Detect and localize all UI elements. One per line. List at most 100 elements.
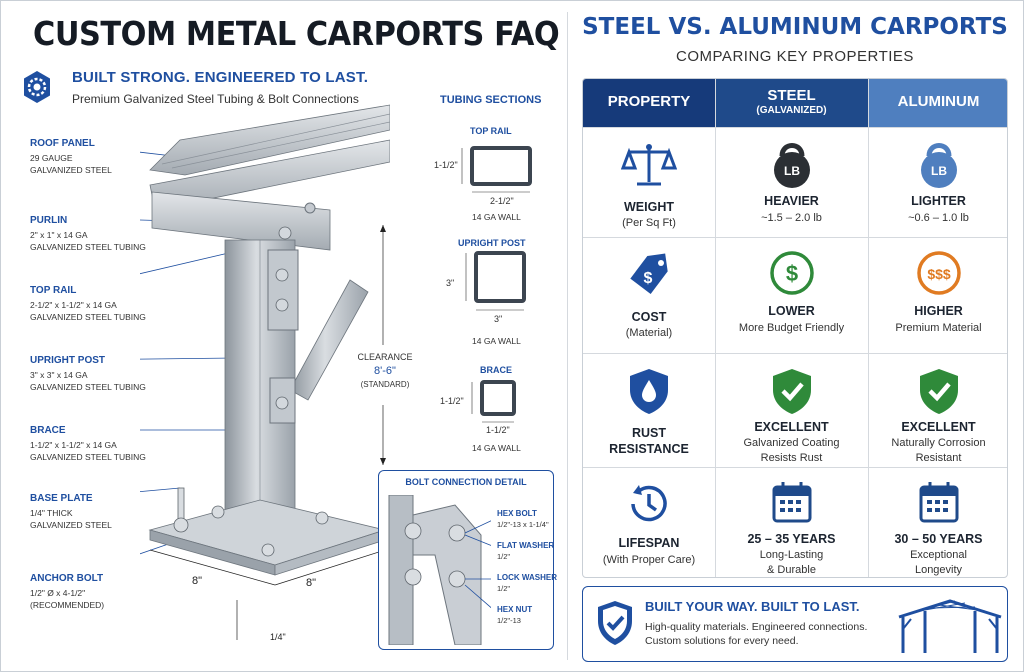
aluminum-value-sub2: Resistant	[915, 452, 962, 464]
part-desc: GALVANIZED STEEL TUBING	[30, 312, 146, 322]
gear-icon	[24, 71, 50, 103]
part-desc: GALVANIZED STEEL	[30, 165, 112, 175]
tubing-section-drawings	[461, 146, 532, 423]
steel-value-sub: Long-Lasting	[759, 549, 824, 561]
part-name: TOP RAIL	[30, 285, 77, 296]
base-width-dim: 8"	[192, 575, 203, 587]
aluminum-value-sub: Naturally Corrosion	[891, 437, 986, 449]
row-lifespan: LIFESPAN (With Proper Care) 25 – 35 YEAR…	[583, 467, 1007, 577]
aluminum-value-sub2: Longevity	[914, 564, 963, 576]
header-steel-label: STEEL	[767, 87, 816, 104]
part-desc: GALVANIZED STEEL TUBING	[30, 382, 146, 392]
part-name: UPRIGHT POST	[30, 355, 106, 366]
aluminum-value-label: 30 – 50 YEARS	[894, 532, 983, 546]
tube-wall-top-rail: 14 GA WALL	[472, 212, 521, 222]
kettlebell-icon: LB	[917, 140, 961, 190]
bolt-item-spec: 1/2"-13	[497, 616, 521, 625]
header-property: PROPERTY	[583, 79, 715, 127]
part-desc: 2" x 1" x 14 GA	[30, 230, 88, 240]
tube-width-upright-post: 3"	[494, 314, 503, 324]
part-top-rail: TOP RAIL 2-1/2" x 1-1/2" x 14 GA GALVANIZ…	[30, 285, 146, 323]
bolt-detail-illustration	[388, 495, 491, 645]
tube-wall-upright-post: 14 GA WALL	[472, 336, 521, 346]
calendar-icon	[919, 482, 958, 523]
aluminum-value-sub: Premium Material	[895, 322, 982, 334]
part-roof-panel: ROOF PANEL 29 GAUGE GALVANIZED STEEL	[30, 138, 112, 176]
bolt-item-hex-bolt: HEX BOLT 1/2"-13 x 1-1/4"	[497, 509, 549, 529]
bolt-item-spec: 1/2"	[497, 552, 511, 561]
part-desc: 2-1/2" x 1-1/2" x 14 GA	[30, 300, 117, 310]
aluminum-value-label: LIGHTER	[911, 194, 966, 208]
footer-line-2: Custom solutions for every need.	[645, 635, 799, 647]
part-desc: GALVANIZED STEEL TUBING	[30, 242, 146, 252]
bolt-detail-title: BOLT CONNECTION DETAIL	[405, 477, 527, 487]
bolt-item-name: HEX BOLT	[497, 509, 537, 518]
part-purlin: PURLIN 2" x 1" x 14 GA GALVANIZED STEEL T…	[30, 215, 146, 253]
part-name: PURLIN	[30, 215, 68, 226]
part-desc: 1/4" THICK	[30, 508, 73, 518]
steel-value-sub: Galvanized Coating	[743, 437, 840, 449]
tube-height-upright-post: 3"	[446, 278, 455, 288]
part-desc: GALVANIZED STEEL TUBING	[30, 452, 146, 462]
bolt-item-hex-nut: HEX NUT 1/2"-13	[497, 605, 532, 625]
bolt-item-flat-washer: FLAT WASHER 1/2"	[497, 541, 554, 561]
steel-value-sub2: Resists Rust	[760, 452, 823, 464]
clearance-value: 8'-6"	[374, 365, 396, 377]
base-thickness-dim: 1/4"	[270, 632, 286, 642]
column-divider	[868, 79, 869, 577]
header-aluminum: ALUMINUM	[868, 79, 1007, 127]
svg-text:$: $	[644, 270, 653, 287]
shield-check-icon	[919, 369, 958, 414]
comparison-table: PROPERTY STEEL (GALVANIZED) ALUMINUM WEI…	[582, 78, 1008, 578]
part-anchor-bolt: ANCHOR BOLT 1/2" Ø x 4-1/2"(RECOMMENDED)	[30, 573, 104, 611]
tubing-sections-title: TUBING SECTIONS	[440, 94, 542, 106]
tube-name-top-rail: TOP RAIL	[470, 126, 512, 136]
aluminum-value-sub: Exceptional	[910, 549, 967, 561]
tube-height-brace: 1-1/2"	[440, 396, 464, 406]
clearance-dimension-line	[380, 225, 386, 465]
steel-value-sub: ~1.5 – 2.0 lb	[761, 212, 822, 224]
steel-value-sub2: & Durable	[767, 564, 816, 576]
shield-check-icon	[598, 601, 632, 645]
bolt-item-name: FLAT WASHER	[497, 541, 555, 550]
part-desc: 29 GAUGE	[30, 153, 73, 163]
footer-line-1: High-quality materials. Engineered conne…	[645, 621, 868, 633]
bolt-item-spec: 1/2"	[497, 584, 511, 593]
bolt-connection-detail: BOLT CONNECTION DETAIL HEX BOLT 1/2"-13 …	[378, 470, 557, 650]
part-name: BASE PLATE	[30, 493, 93, 504]
row-prop-sub: (Material)	[625, 327, 673, 339]
shield-droplet-icon	[630, 369, 668, 414]
page-title: CUSTOM METAL CARPORTS FAQ	[33, 14, 560, 53]
bolt-item-name: HEX NUT	[497, 605, 533, 614]
row-rust-resistance: RUST RESISTANCE EXCELLENT Galvanized Coa…	[583, 353, 1007, 467]
part-name: ROOF PANEL	[30, 138, 95, 149]
row-prop-label: RUST	[631, 426, 667, 440]
part-desc: 1-1/2" x 1-1/2" x 14 GA	[30, 440, 117, 450]
clock-history-icon	[631, 485, 667, 522]
part-name: BRACE	[30, 425, 66, 436]
part-upright-post: UPRIGHT POST 3" x 3" x 14 GA GALVANIZED S…	[30, 355, 146, 393]
tube-width-brace: 1-1/2"	[486, 425, 510, 435]
aluminum-value-label: EXCELLENT	[901, 420, 976, 434]
header-steel-sub: (GALVANIZED)	[756, 105, 827, 116]
row-prop-sub: (Per Sq Ft)	[622, 217, 676, 229]
tube-wall-brace: 14 GA WALL	[472, 443, 521, 453]
calendar-icon	[772, 482, 811, 523]
panel-divider	[567, 12, 568, 660]
tube-height-top-rail: 1-1/2"	[434, 160, 458, 170]
part-desc: (RECOMMENDED)	[30, 600, 105, 610]
comparison-subtitle: COMPARING KEY PROPERTIES	[676, 48, 914, 65]
bolt-item-lock-washer: LOCK WASHER 1/2"	[497, 573, 557, 593]
part-desc: 3" x 3" x 14 GA	[30, 370, 88, 380]
row-prop-label: LIFESPAN	[618, 536, 680, 550]
header-steel: STEEL (GALVANIZED)	[715, 79, 868, 127]
steel-value-label: HEAVIER	[764, 194, 819, 208]
footer-banner: BUILT YOUR WAY. BUILT TO LAST. High-qual…	[582, 586, 1008, 662]
row-prop-label: WEIGHT	[624, 200, 674, 214]
kettlebell-icon: LB	[770, 140, 814, 190]
header-aluminum-label: ALUMINUM	[897, 93, 980, 110]
tube-name-upright-post: UPRIGHT POST	[458, 238, 526, 248]
triple-dollar-label: $$$	[927, 266, 951, 282]
tagline: BUILT STRONG. ENGINEERED TO LAST.	[72, 69, 369, 86]
